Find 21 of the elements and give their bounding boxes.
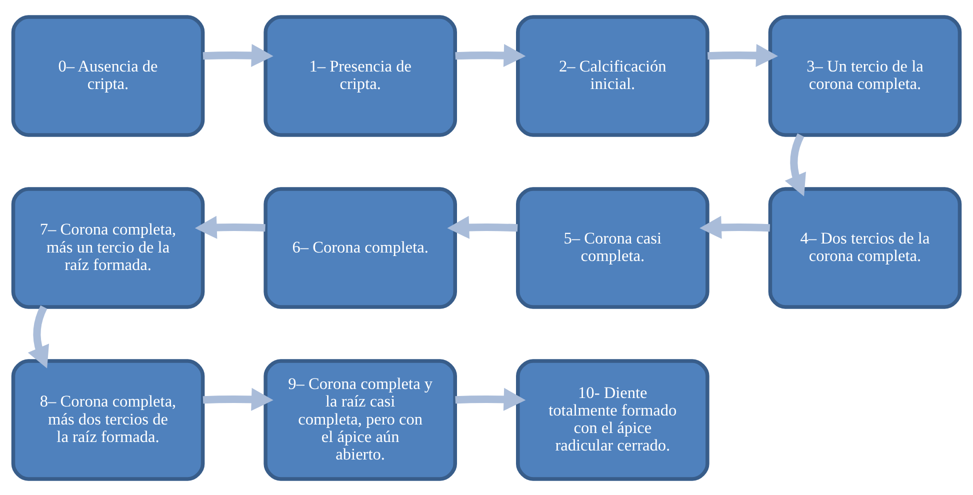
arrow bbox=[202, 43, 274, 66]
node-box: 1– Presencia de cripta. bbox=[264, 14, 457, 136]
arrow bbox=[708, 43, 778, 66]
arrow bbox=[455, 43, 526, 66]
node-box: 7– Corona completa, más un tercio de la raíz formada. bbox=[11, 186, 205, 308]
node-box: 4– Dos tercios de la corona completa. bbox=[768, 186, 962, 308]
node-box: 3– Un tercio de la corona completa. bbox=[768, 14, 962, 136]
arrow bbox=[455, 387, 526, 410]
arrow bbox=[202, 387, 274, 410]
node-box: 9– Corona completa y la raíz casi completa, pero con el ápice aún abierto. bbox=[264, 358, 457, 480]
node-box: 2– Calcificación inicial. bbox=[516, 14, 710, 136]
arrow bbox=[700, 215, 770, 238]
arrow bbox=[447, 215, 518, 238]
arrow bbox=[194, 215, 266, 238]
arrow bbox=[28, 304, 50, 368]
node-box: 6– Corona completa. bbox=[264, 186, 457, 308]
node-box: 8– Corona completa, más dos tercios de la raíz formada. bbox=[11, 358, 205, 480]
node-box: 0– Ausencia de cripta. bbox=[11, 14, 205, 136]
node-box: 5– Corona casi completa. bbox=[516, 186, 710, 308]
arrow bbox=[784, 132, 806, 196]
node-box: 10- Diente totalmente formado con el ápice radicular cerrado. bbox=[516, 358, 710, 480]
